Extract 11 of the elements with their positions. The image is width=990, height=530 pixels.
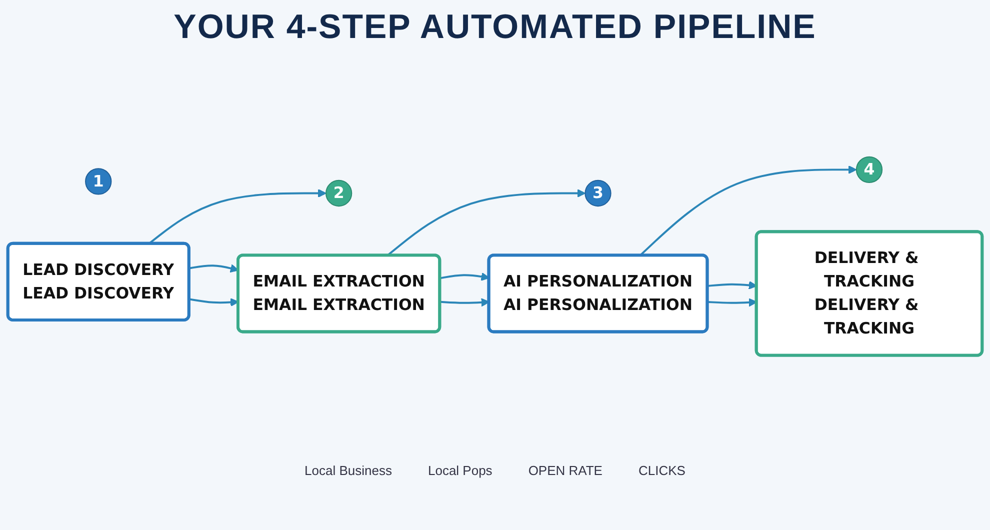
illustration-label: Local Pops	[426, 462, 494, 480]
arrow	[386, 188, 586, 256]
node-circle: 2	[326, 180, 352, 206]
node-circle: 1	[85, 168, 112, 195]
node-circle: 3	[584, 180, 612, 206]
title: YOUR 4-STEP AUTOMATED PIPELINE	[172, 8, 818, 47]
node-circle: 4	[856, 156, 883, 183]
arrow	[639, 165, 857, 256]
illustration-label: Local Business	[304, 462, 393, 480]
illustration-label: OPEN RATE	[527, 462, 604, 480]
illustration-label: CLICKS	[637, 462, 686, 480]
